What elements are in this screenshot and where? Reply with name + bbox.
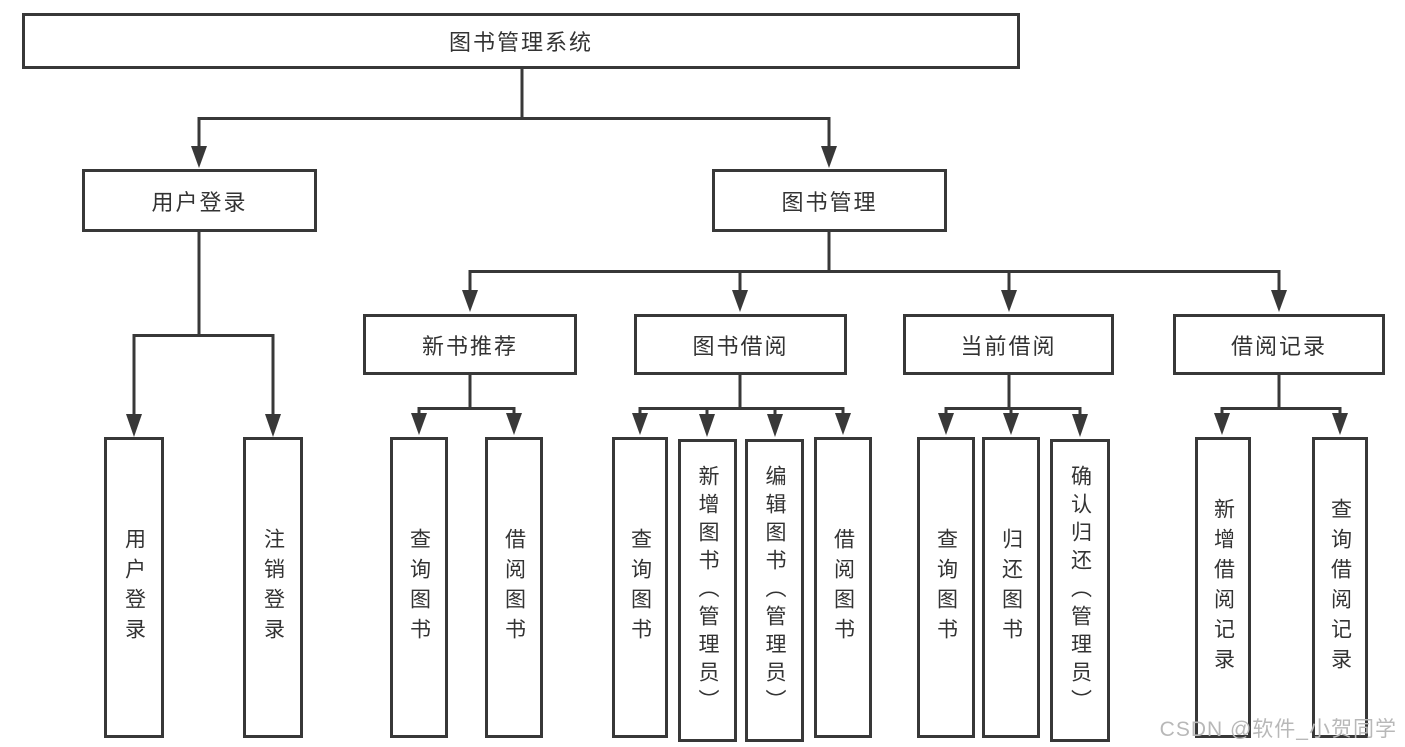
node-borrowing-records: 借阅记录 — [1173, 314, 1385, 375]
node-current-borrowing: 当前借阅 — [903, 314, 1114, 375]
leaf-add-borrowing-record: 新增借阅记录 — [1195, 437, 1251, 738]
node-root-book-management-system: 图书管理系统 — [22, 13, 1020, 69]
leaf-query-books-borrowing: 查询图书 — [612, 437, 668, 738]
node-book-management-branch: 图书管理 — [712, 169, 947, 232]
leaf-confirm-return-admin: 确认归还（管理员） — [1050, 439, 1110, 742]
leaf-query-books-current: 查询图书 — [917, 437, 975, 738]
node-book-borrowing: 图书借阅 — [634, 314, 847, 375]
leaf-user-login: 用户登录 — [104, 437, 164, 738]
arrowhead-icons — [126, 146, 1348, 437]
node-user-login-branch: 用户登录 — [82, 169, 317, 232]
leaf-query-books-recommend: 查询图书 — [390, 437, 448, 738]
leaf-borrow-books: 借阅图书 — [814, 437, 872, 738]
leaf-edit-book-admin: 编辑图书（管理员） — [745, 439, 804, 742]
leaf-add-book-admin: 新增图书（管理员） — [678, 439, 737, 742]
csdn-watermark: CSDN @软件_小贺同学 — [1159, 718, 1397, 741]
leaf-query-borrowing-record: 查询借阅记录 — [1312, 437, 1368, 738]
leaf-return-books: 归还图书 — [982, 437, 1040, 738]
node-new-book-recommendation: 新书推荐 — [363, 314, 577, 375]
leaf-borrow-books-recommend: 借阅图书 — [485, 437, 543, 738]
leaf-logout: 注销登录 — [243, 437, 303, 738]
